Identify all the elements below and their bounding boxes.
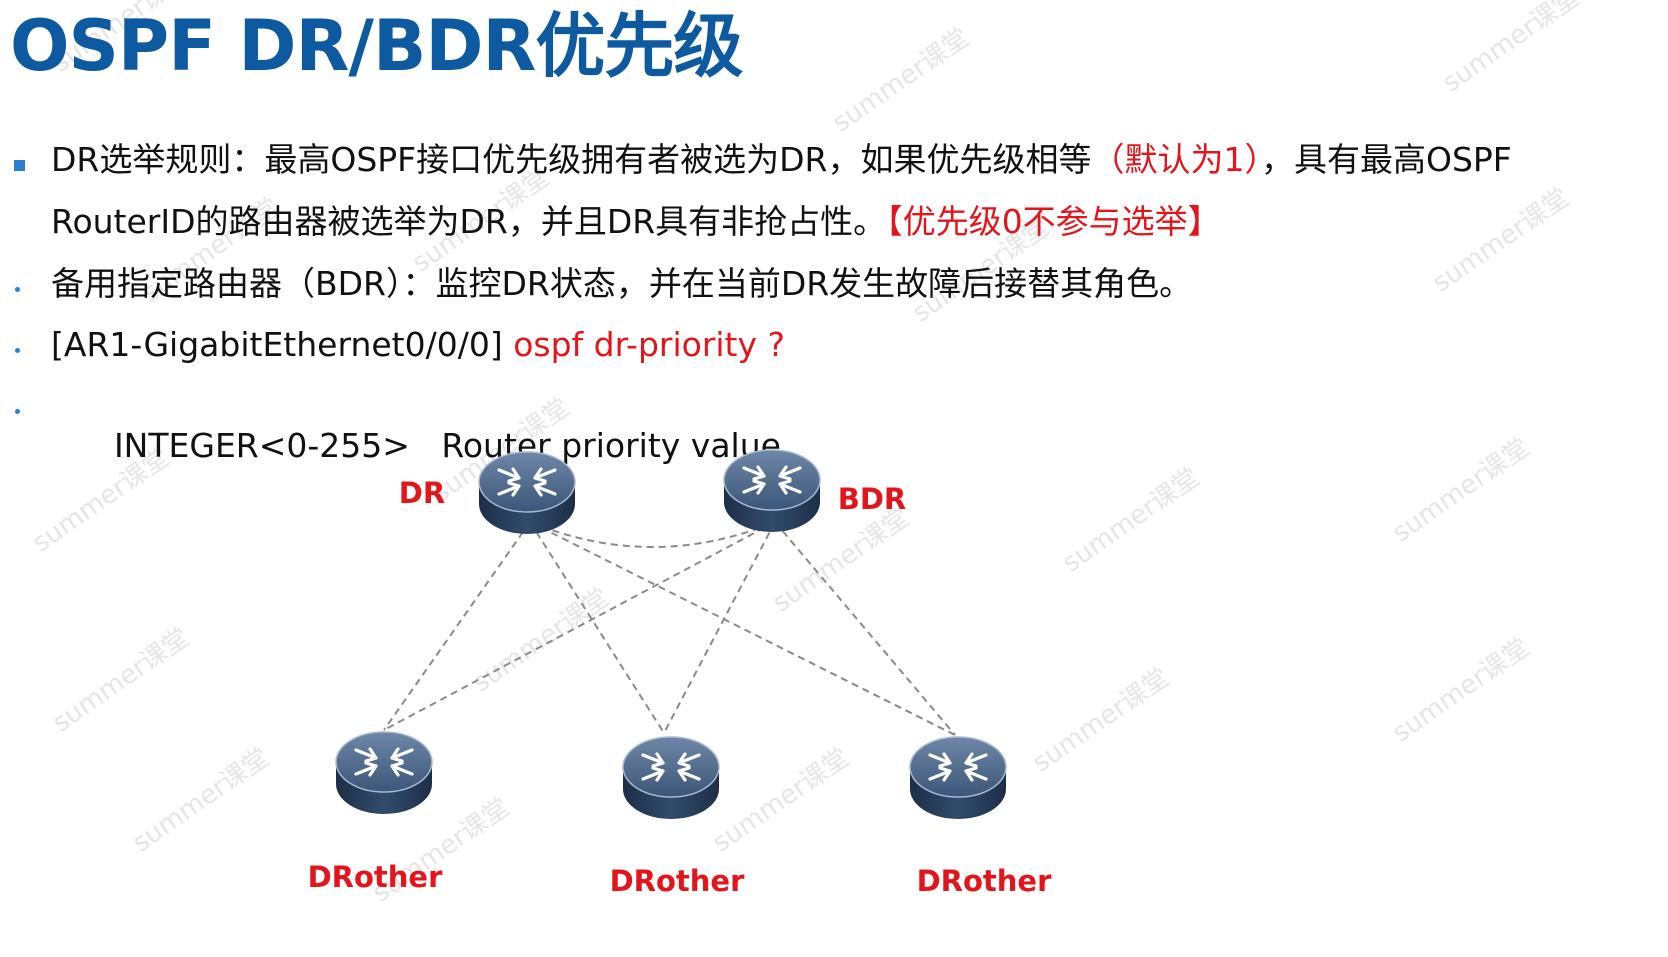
- bullet-3-cli-command: ospf dr-priority ?: [513, 325, 786, 364]
- link-dr-drother2: [529, 521, 665, 734]
- link-bdr-drother3: [774, 521, 956, 736]
- bullet-1-text-priority0: 【优先级0不参与选举】: [886, 202, 1221, 241]
- router-label-drother1: DRother: [308, 860, 444, 894]
- bullet-3-cli-prompt: [AR1-GigabitEthernet0/0/0]: [51, 325, 514, 364]
- bullet-4-text: INTEGER<0-255> Router priority value: [92, 426, 781, 465]
- bullet-square-icon: [14, 160, 25, 171]
- router-icon: [723, 449, 821, 532]
- bullet-2-text: 备用指定路由器（BDR）：监控DR状态，并在当前DR发生故障后接替其角色。: [51, 264, 1193, 303]
- link-dr-drother1: [383, 521, 531, 731]
- router-label-drother2: DRother: [610, 864, 746, 898]
- router-icon: [335, 731, 433, 814]
- bullet-dot-icon: [15, 348, 20, 353]
- router-icon: [478, 451, 576, 534]
- bullet-3-line: [AR1-GigabitEthernet0/0/0] ospf dr-prior…: [51, 325, 785, 365]
- link-bdr-drother1: [383, 521, 776, 731]
- bullet-1-text-c: RouterID的路由器被选举为DR，并且DR具有非抢占性。: [51, 202, 887, 241]
- bullet-2-line: 备用指定路由器（BDR）：监控DR状态，并在当前DR发生故障后接替其角色。: [51, 264, 1192, 304]
- router-icon: [622, 736, 720, 819]
- bullet-4-line: INTEGER<0-255> Router priority value: [51, 386, 781, 506]
- bullet-1-line-1: DR选举规则：最高OSPF接口优先级拥有者被选为DR，如果优先级相等（默认为1）…: [51, 140, 1512, 180]
- router-label-drother3: DRother: [917, 864, 1053, 898]
- bullet-dot-icon: [15, 409, 20, 414]
- router-label-dr: DR: [399, 476, 445, 510]
- bullet-1-text-a: DR选举规则：最高OSPF接口优先级拥有者被选为DR，如果优先级相等: [51, 140, 1092, 179]
- links-group: [383, 521, 956, 736]
- link-dr-drother3: [529, 521, 956, 736]
- bullet-dot-icon: [15, 287, 20, 292]
- bullet-1-line-2: RouterID的路由器被选举为DR，并且DR具有非抢占性。【优先级0不参与选举…: [51, 202, 1221, 242]
- router-label-bdr: BDR: [838, 482, 907, 516]
- router-icon: [909, 736, 1007, 819]
- link-dr-bdr: [529, 521, 776, 548]
- bullet-1-text-b: ，具有最高OSPF: [1260, 140, 1512, 179]
- bullet-1-text-default: （默认为1）: [1091, 140, 1261, 179]
- page-title: OSPF DR/BDR优先级: [10, 5, 743, 87]
- link-bdr-drother2: [663, 521, 776, 734]
- routers-group: DR BDR DRother DRother DRother: [308, 449, 1053, 898]
